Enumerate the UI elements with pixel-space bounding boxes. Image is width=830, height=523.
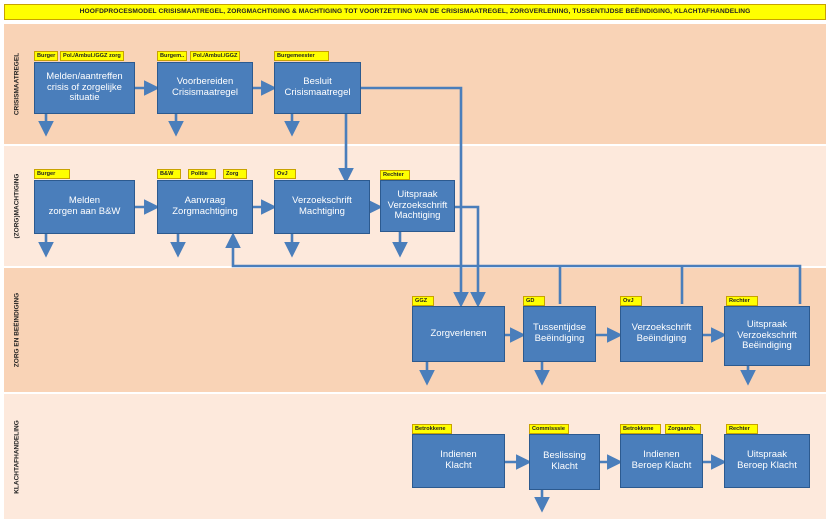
box-beslissing-klacht: Beslissing Klacht (529, 434, 600, 490)
box-verzoekschrift-beeindiging: Verzoekschrift Beëindiging (620, 306, 703, 362)
actor-tag-rechter: Rechter (726, 296, 758, 306)
actor-tag-commissie: Commisssie (529, 424, 569, 434)
arrow-uitspraak-to-zorgverlenen (455, 205, 486, 308)
box-aanvraag-zorgmachtiging: Aanvraag Zorgmachtiging (157, 180, 253, 234)
actor-tag-betrokkene: Betrokkene (412, 424, 452, 434)
actor-tag-rechter: Rechter (726, 424, 758, 434)
actor-tag-ovj: OvJ (620, 296, 642, 306)
actor-tag-burgemeester: Burgemeester (274, 51, 329, 61)
box-zorgverlenen: Zorgverlenen (412, 306, 505, 362)
actor-tag-zorgaanbieder: Zorgaanb. (665, 424, 701, 434)
actor-tag-politie: Politie (188, 169, 216, 179)
lane-crisismaatregel: CRISISMAATREGEL (4, 22, 826, 144)
box-indienen-klacht: Indienen Klacht (412, 434, 505, 488)
diagram-title: HOOFDPROCESMODEL CRISISMAATREGEL, ZORGMA… (4, 4, 826, 20)
arrow-besluit-to-zorgverlenen (361, 86, 469, 308)
box-uitspraak-beeindiging: Uitspraak Verzoekschrift Beëindiging (724, 306, 810, 366)
actor-tag-betrokkene: Betrokkene (620, 424, 661, 434)
box-melden-crisis: Melden/aantreffen crisis of zorgelijke s… (34, 62, 135, 114)
actor-tag-ovj: OvJ (274, 169, 296, 179)
actor-tag-gd: GD (523, 296, 545, 306)
actor-tag-ggz: GGZ (412, 296, 434, 306)
box-voorbereiden-crisismaatregel: Voorbereiden Crisismaatregel (157, 62, 253, 114)
actor-tag-pol-ambul-ggz: Pol./Ambul./GGZ (190, 51, 241, 61)
box-verzoekschrift-machtiging: Verzoekschrift Machtiging (274, 180, 370, 234)
actor-tag-burger: Burger (34, 51, 59, 61)
actor-tag-rechter: Rechter (380, 170, 410, 180)
box-melden-zorgen: Melden zorgen aan B&W (34, 180, 135, 234)
box-besluit-crisismaatregel: Besluit Crisismaatregel (274, 62, 361, 114)
actor-tag-pol-ambul-ggz-zorg: Pol./Ambul./GGZ zorg (60, 51, 124, 61)
actor-tag-zorg: Zorg (223, 169, 247, 179)
box-tussentijdse-beeindiging: Tussentijdse Beëindiging (523, 306, 596, 362)
box-indienen-beroep-klacht: Indienen Beroep Klacht (620, 434, 703, 488)
actor-tag-burger: Burger (34, 169, 70, 179)
box-uitspraak-beroep-klacht: Uitspraak Beroep Klacht (724, 434, 810, 488)
arrow-feedback-to-aanvraag (225, 232, 802, 304)
actor-tag-b-en-w: B&W (157, 169, 181, 179)
actor-tag-burgemeester-short: Burgem.. (157, 51, 188, 61)
box-uitspraak-machtiging: Uitspraak Verzoekschrift Machtiging (380, 180, 455, 232)
